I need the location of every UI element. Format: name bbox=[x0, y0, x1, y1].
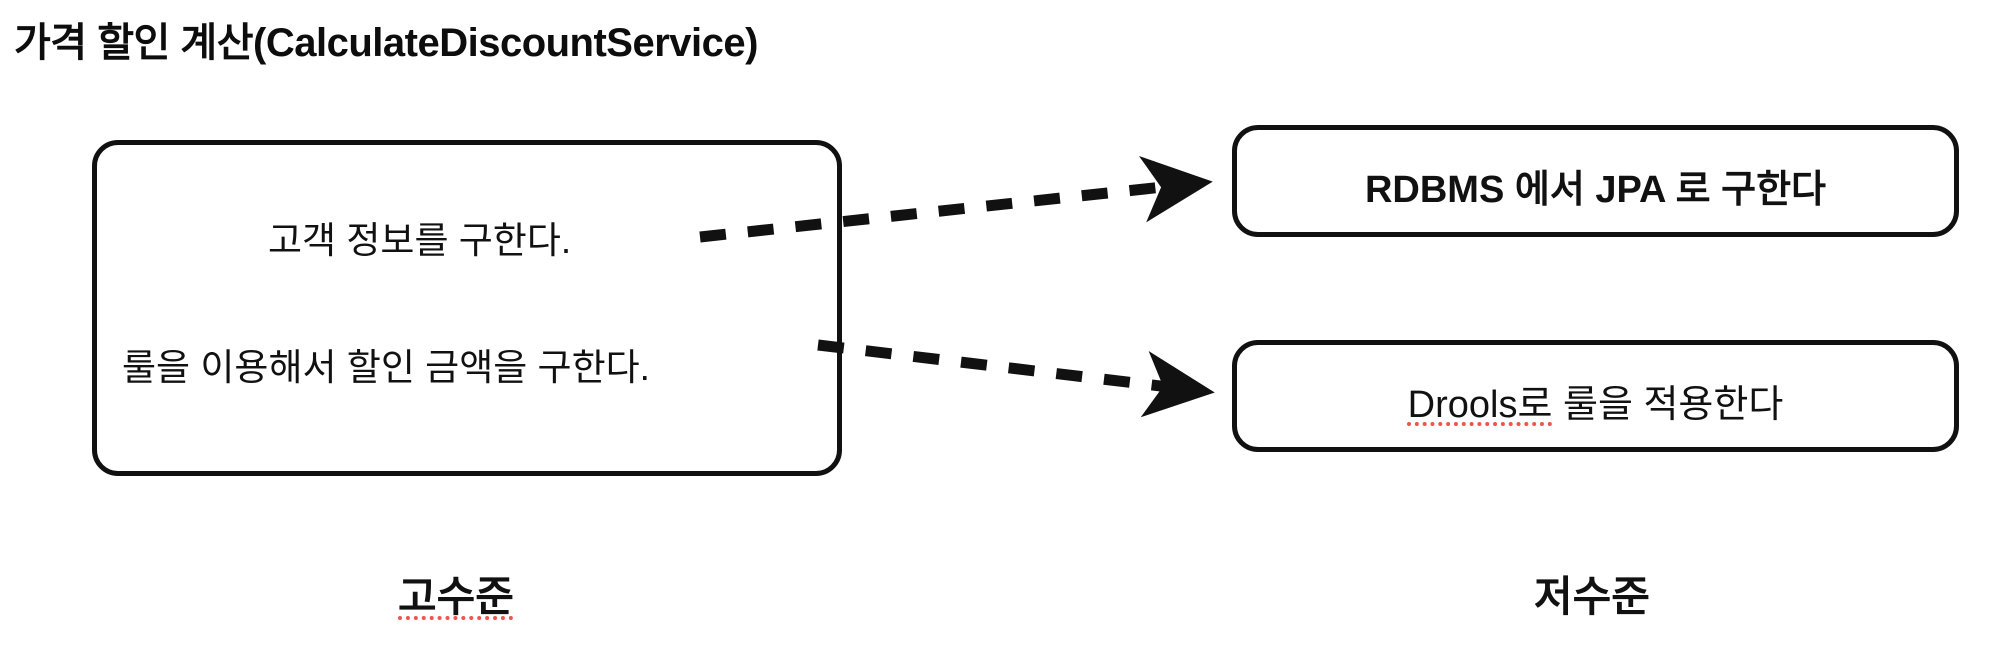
caption-low-level: 저수준 bbox=[1534, 573, 1650, 620]
high-level-step-2: 룰을 이용해서 할인 금액을 구한다. bbox=[122, 347, 650, 388]
high-level-step-1: 고객 정보를 구한다. bbox=[268, 220, 572, 261]
low-level-box-jpa[interactable]: RDBMS 에서 JPA 로 구한다 bbox=[1232, 125, 1959, 237]
low-level-box-drools[interactable]: Drools로 룰을 적용한다 bbox=[1232, 340, 1959, 452]
low-level-box-drools-label: Drools로 룰을 적용한다 bbox=[1237, 373, 1954, 428]
arrow-step2-to-drools bbox=[817, 339, 1215, 418]
caption-high-level: 고수준 bbox=[398, 563, 514, 624]
drools-spellchecked-text: Drools로 bbox=[1407, 384, 1553, 426]
low-level-box-jpa-label: RDBMS 에서 JPA 로 구한다 bbox=[1364, 169, 1826, 211]
caption-high-level-text: 고수준 bbox=[398, 573, 514, 620]
page-title: 가격 할인 계산(CalculateDiscountService) bbox=[14, 21, 758, 65]
drools-rest-text: 룰을 적용한다 bbox=[1552, 384, 1784, 426]
high-level-box[interactable] bbox=[92, 140, 842, 476]
